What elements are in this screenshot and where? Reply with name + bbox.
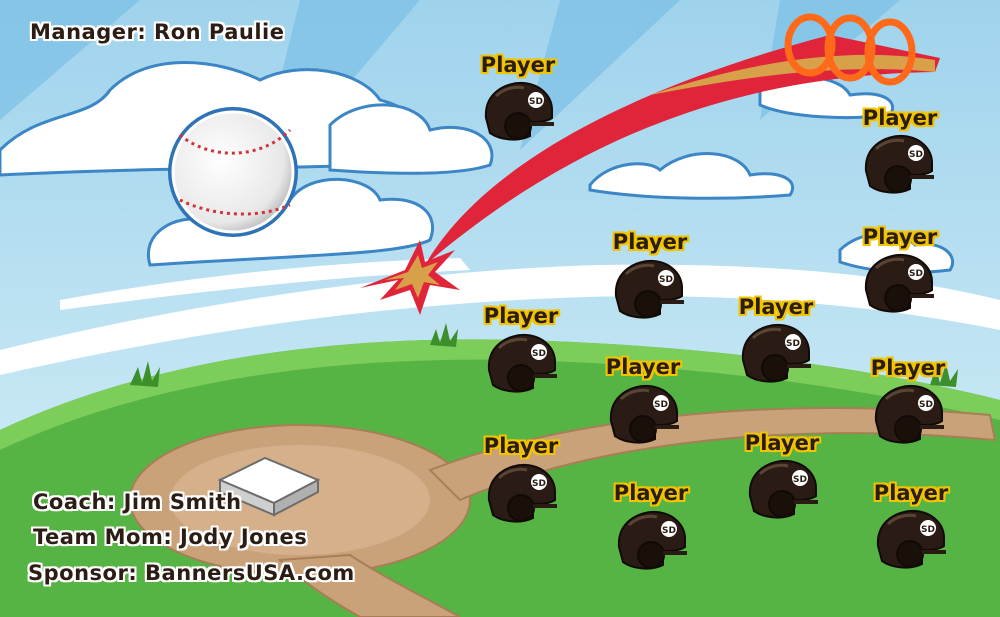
batting-helmet-icon	[748, 459, 820, 520]
batting-helmet-icon	[484, 81, 556, 142]
player-label-8: Player	[870, 356, 946, 380]
home-base-icon	[217, 456, 321, 517]
player-label-7: Player	[605, 355, 681, 379]
player-label-11: Player	[613, 481, 689, 505]
baseball-icon	[168, 107, 298, 237]
batting-helmet-icon	[617, 510, 689, 571]
coach-text: Coach: Jim Smith	[33, 490, 242, 514]
player-label-6: Player	[738, 295, 814, 319]
batting-helmet-icon	[874, 384, 946, 445]
player-label-2: Player	[862, 106, 938, 130]
player-label-12: Player	[873, 481, 949, 505]
player-label-10: Player	[744, 431, 820, 455]
batting-helmet-icon	[614, 259, 686, 320]
batting-helmet-icon	[864, 253, 936, 314]
player-label-1: Player	[480, 53, 556, 77]
ball-streak	[425, 13, 940, 265]
player-label-5: Player	[483, 304, 559, 328]
player-label-3: Player	[612, 230, 688, 254]
manager-text: Manager: Ron Paulie	[30, 20, 285, 44]
batting-helmet-icon	[609, 384, 681, 445]
batting-helmet-icon	[487, 333, 559, 394]
impact-burst-icon	[360, 240, 460, 315]
batting-helmet-icon	[487, 463, 559, 524]
player-label-9: Player	[483, 434, 559, 458]
batting-helmet-icon	[741, 323, 813, 384]
batting-helmet-icon	[876, 509, 948, 570]
batting-helmet-icon	[864, 134, 936, 195]
team-mom-text: Team Mom: Jody Jones	[33, 525, 308, 549]
sponsor-text: Sponsor: BannersUSA.com	[28, 561, 355, 585]
player-label-4: Player	[862, 225, 938, 249]
